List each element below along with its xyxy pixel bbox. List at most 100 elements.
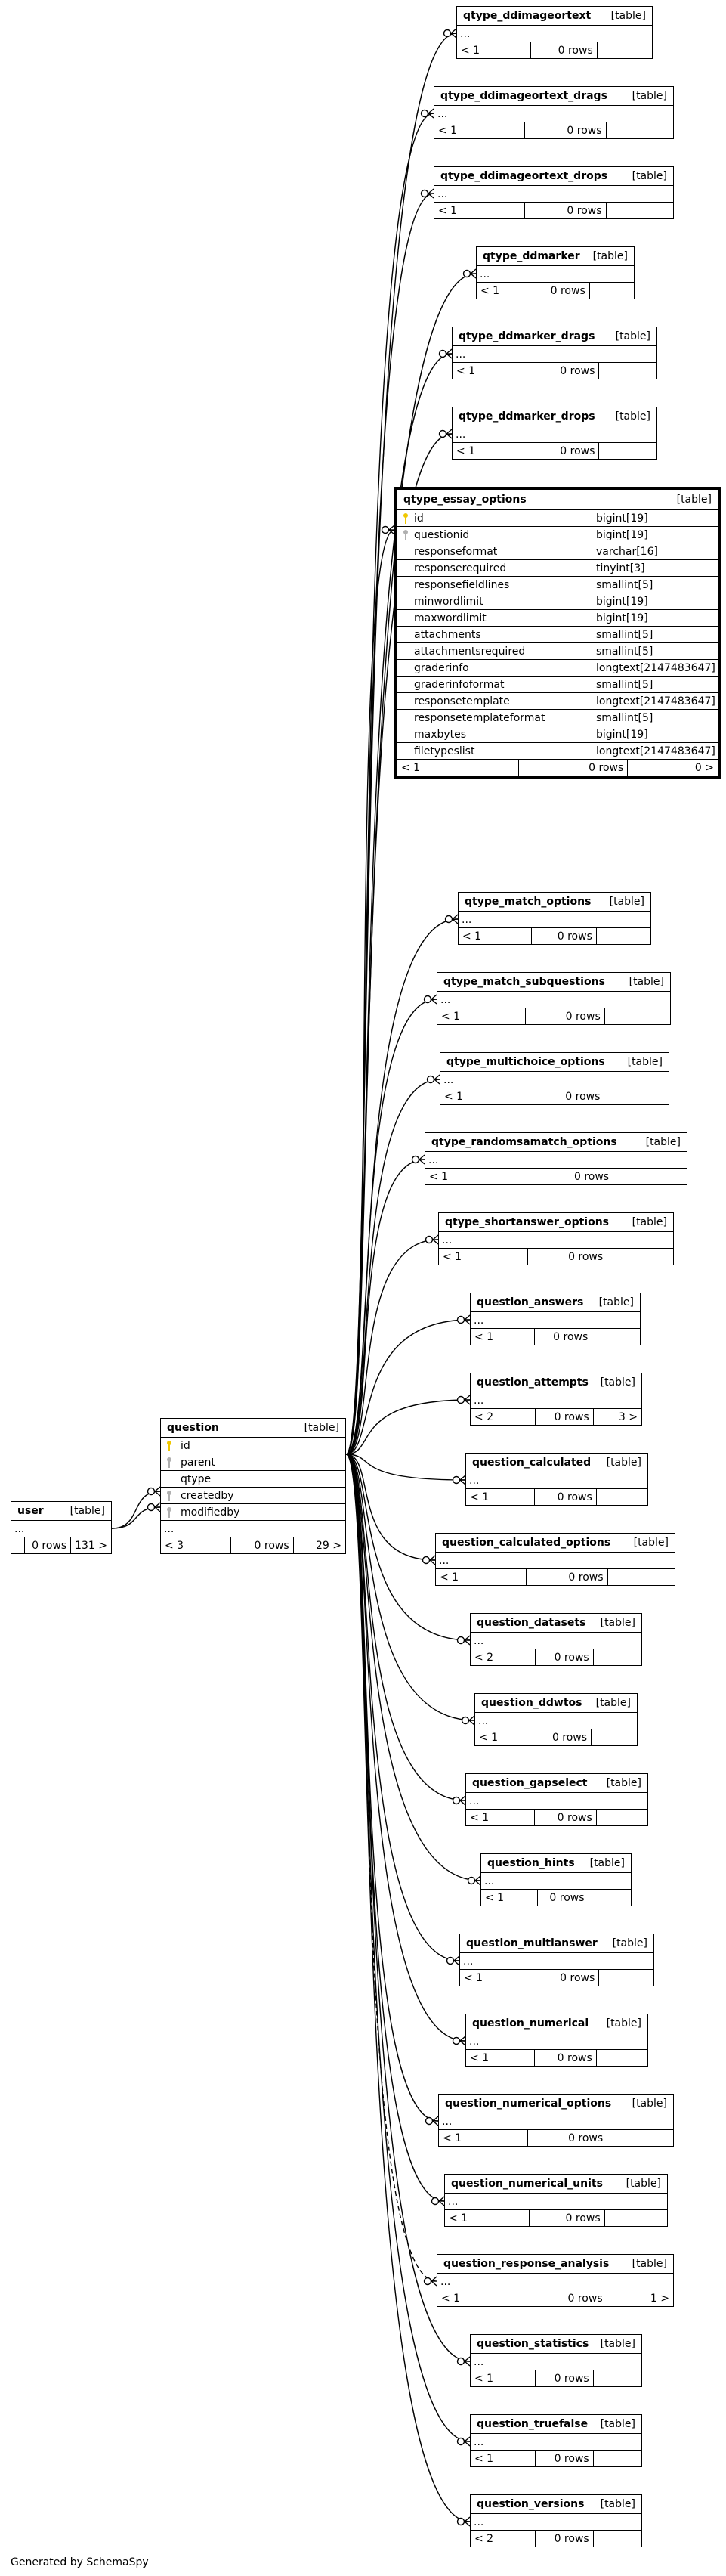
child-count bbox=[599, 1970, 653, 1986]
table-name[interactable]: qtype_match_options bbox=[465, 896, 592, 908]
column-name: responsetemplateformat bbox=[414, 711, 545, 724]
table-name[interactable]: question_statistics bbox=[477, 2338, 589, 2350]
column-name-cell: responsetemplate bbox=[397, 693, 592, 709]
table-qtype-randomsamatch-options[interactable]: qtype_randomsamatch_options[table]...< 1… bbox=[425, 1132, 687, 1185]
row-count: 0 rows bbox=[536, 283, 590, 299]
table-name[interactable]: question_numerical_units bbox=[451, 2178, 603, 2190]
table-header: question_numerical[table] bbox=[466, 2014, 647, 2033]
row-count: 0 rows bbox=[536, 2451, 594, 2466]
table-name[interactable]: question_truefalse bbox=[477, 2418, 589, 2430]
table-name[interactable]: user bbox=[17, 1505, 44, 1517]
child-count bbox=[597, 2050, 647, 2066]
table-name[interactable]: qtype_ddimageortext_drops bbox=[440, 170, 608, 182]
column-name: filetypeslist bbox=[414, 745, 475, 757]
row-count: 0 rows bbox=[533, 1970, 600, 1986]
table-name[interactable]: question_calculated_options bbox=[442, 1537, 611, 1549]
table-name[interactable]: question_numerical bbox=[472, 2017, 589, 2030]
fk-line-qtype-essay-options-end bbox=[381, 525, 395, 535]
row-count: 0 rows bbox=[528, 1249, 608, 1265]
table-header: question_calculated [table] bbox=[466, 1454, 647, 1472]
table-name[interactable]: qtype_essay_options bbox=[403, 494, 527, 506]
ellipsis-text: ... bbox=[484, 1875, 495, 1887]
table-name[interactable]: question_answers bbox=[477, 1296, 584, 1308]
column-name: modifiedby bbox=[181, 1506, 240, 1519]
table-name[interactable]: question_numerical_options bbox=[445, 2098, 612, 2110]
table-name[interactable]: qtype_randomsamatch_options bbox=[431, 1136, 617, 1148]
table-name[interactable]: question_calculated bbox=[472, 1457, 592, 1469]
column-name-cell: minwordlimit bbox=[397, 593, 592, 609]
row-count: 0 rows bbox=[530, 2210, 605, 2226]
child-count bbox=[594, 1649, 641, 1665]
table-name[interactable]: qtype_ddmarker bbox=[483, 250, 580, 262]
table-name[interactable]: question_attempts bbox=[477, 1376, 589, 1389]
column-name: responseformat bbox=[414, 545, 498, 558]
table-name[interactable]: question_gapselect bbox=[472, 1777, 588, 1789]
foreign-key-icon bbox=[161, 1506, 178, 1518]
table-name[interactable]: qtype_ddimageortext bbox=[463, 10, 592, 22]
table-type-label: [table] bbox=[606, 1457, 641, 1469]
columns-ellipsis-row: ... bbox=[457, 26, 652, 42]
table-name[interactable]: question_response_analysis bbox=[443, 2258, 610, 2270]
fk-line-question-versions-end bbox=[456, 2516, 471, 2527]
row-count: 0 rows bbox=[527, 1088, 605, 1104]
child-count bbox=[594, 2451, 641, 2466]
fk-line-qtype-ddmarker-end bbox=[462, 268, 477, 279]
parent-count: < 1 bbox=[434, 122, 526, 138]
columns-ellipsis-row: ... bbox=[471, 2434, 641, 2451]
table-name[interactable]: question_versions bbox=[477, 2498, 585, 2510]
table-type-label: [table] bbox=[600, 2418, 635, 2430]
table-name[interactable]: question_multianswer bbox=[466, 1937, 598, 1949]
columns-ellipsis-row: ... bbox=[471, 2354, 641, 2370]
table-name[interactable]: question_ddwtos bbox=[481, 1697, 582, 1709]
table-question-calculated-options[interactable]: question_calculated_options[table]...< 1… bbox=[435, 1533, 675, 1586]
table-name[interactable]: question bbox=[167, 1422, 219, 1434]
table-name[interactable]: qtype_ddmarker_drags bbox=[459, 330, 595, 342]
table-name[interactable]: qtype_multichoice_options bbox=[446, 1056, 605, 1068]
columns-ellipsis-row: ... bbox=[453, 426, 656, 443]
table-type-label: [table] bbox=[304, 1422, 339, 1434]
table-name[interactable]: question_hints bbox=[487, 1857, 575, 1869]
table-name[interactable]: qtype_match_subquestions bbox=[443, 976, 605, 988]
fk-line-question-gapselect bbox=[345, 1454, 466, 1801]
row-count: 0 rows bbox=[524, 1169, 614, 1184]
table-type-label: [table] bbox=[70, 1505, 105, 1517]
table-name[interactable]: qtype_ddmarker_drops bbox=[459, 410, 595, 423]
parent-count: < 1 bbox=[425, 1169, 525, 1184]
columns-ellipsis-row: ... bbox=[439, 2113, 673, 2130]
column-row: parent bbox=[161, 1454, 345, 1471]
table-name[interactable]: question_datasets bbox=[477, 1617, 586, 1629]
table-name[interactable]: qtype_ddimageortext_drags bbox=[440, 90, 607, 102]
table-name[interactable]: qtype_shortanswer_options bbox=[445, 1216, 609, 1228]
